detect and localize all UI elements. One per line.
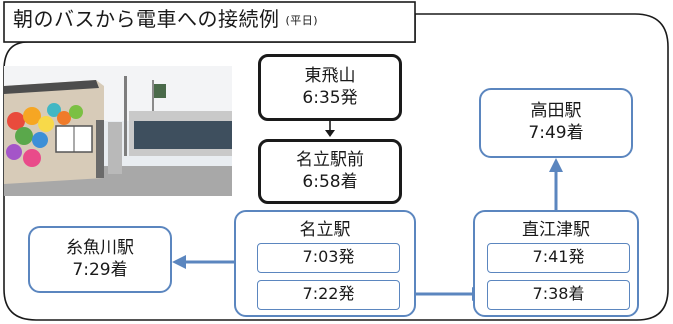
- takada-station-box: 高田駅 7:49着: [479, 88, 633, 158]
- naoetsu-departure: 7:41発: [487, 243, 630, 273]
- page-title: 朝のバスから電車への接続例(平日): [13, 7, 319, 31]
- arrow-bus-down: [325, 121, 335, 137]
- nadachi-departure-1: 7:03発: [257, 243, 400, 273]
- bus-arrival-name: 名立駅前: [296, 150, 364, 170]
- bus-origin-time: 6:35発: [302, 88, 358, 108]
- takada-station-name: 高田駅: [530, 101, 582, 121]
- itoigawa-station-name: 糸魚川駅: [66, 238, 134, 258]
- arrow-to-takada: [549, 158, 563, 210]
- naoetsu-arrival: 7:38着: [487, 280, 630, 310]
- bus-arrival-box: 名立駅前 6:58着: [258, 139, 402, 204]
- bus-arrival-time: 6:58着: [302, 172, 358, 192]
- naoetsu-station-name: 直江津駅: [522, 220, 590, 240]
- itoigawa-station-box: 糸魚川駅 7:29着: [28, 226, 172, 293]
- takada-arrival-time: 7:49着: [528, 123, 584, 143]
- bus-origin-name: 東飛山: [304, 66, 356, 86]
- arrow-to-itoigawa: [172, 255, 234, 269]
- bus-waiting-shelter-photo: [4, 66, 232, 196]
- itoigawa-arrival-time: 7:29着: [72, 260, 128, 280]
- bus-origin-box: 東飛山 6:35発: [258, 54, 402, 121]
- nadachi-departure-2: 7:22発: [257, 280, 400, 310]
- nadachi-station-name: 名立駅: [299, 220, 351, 240]
